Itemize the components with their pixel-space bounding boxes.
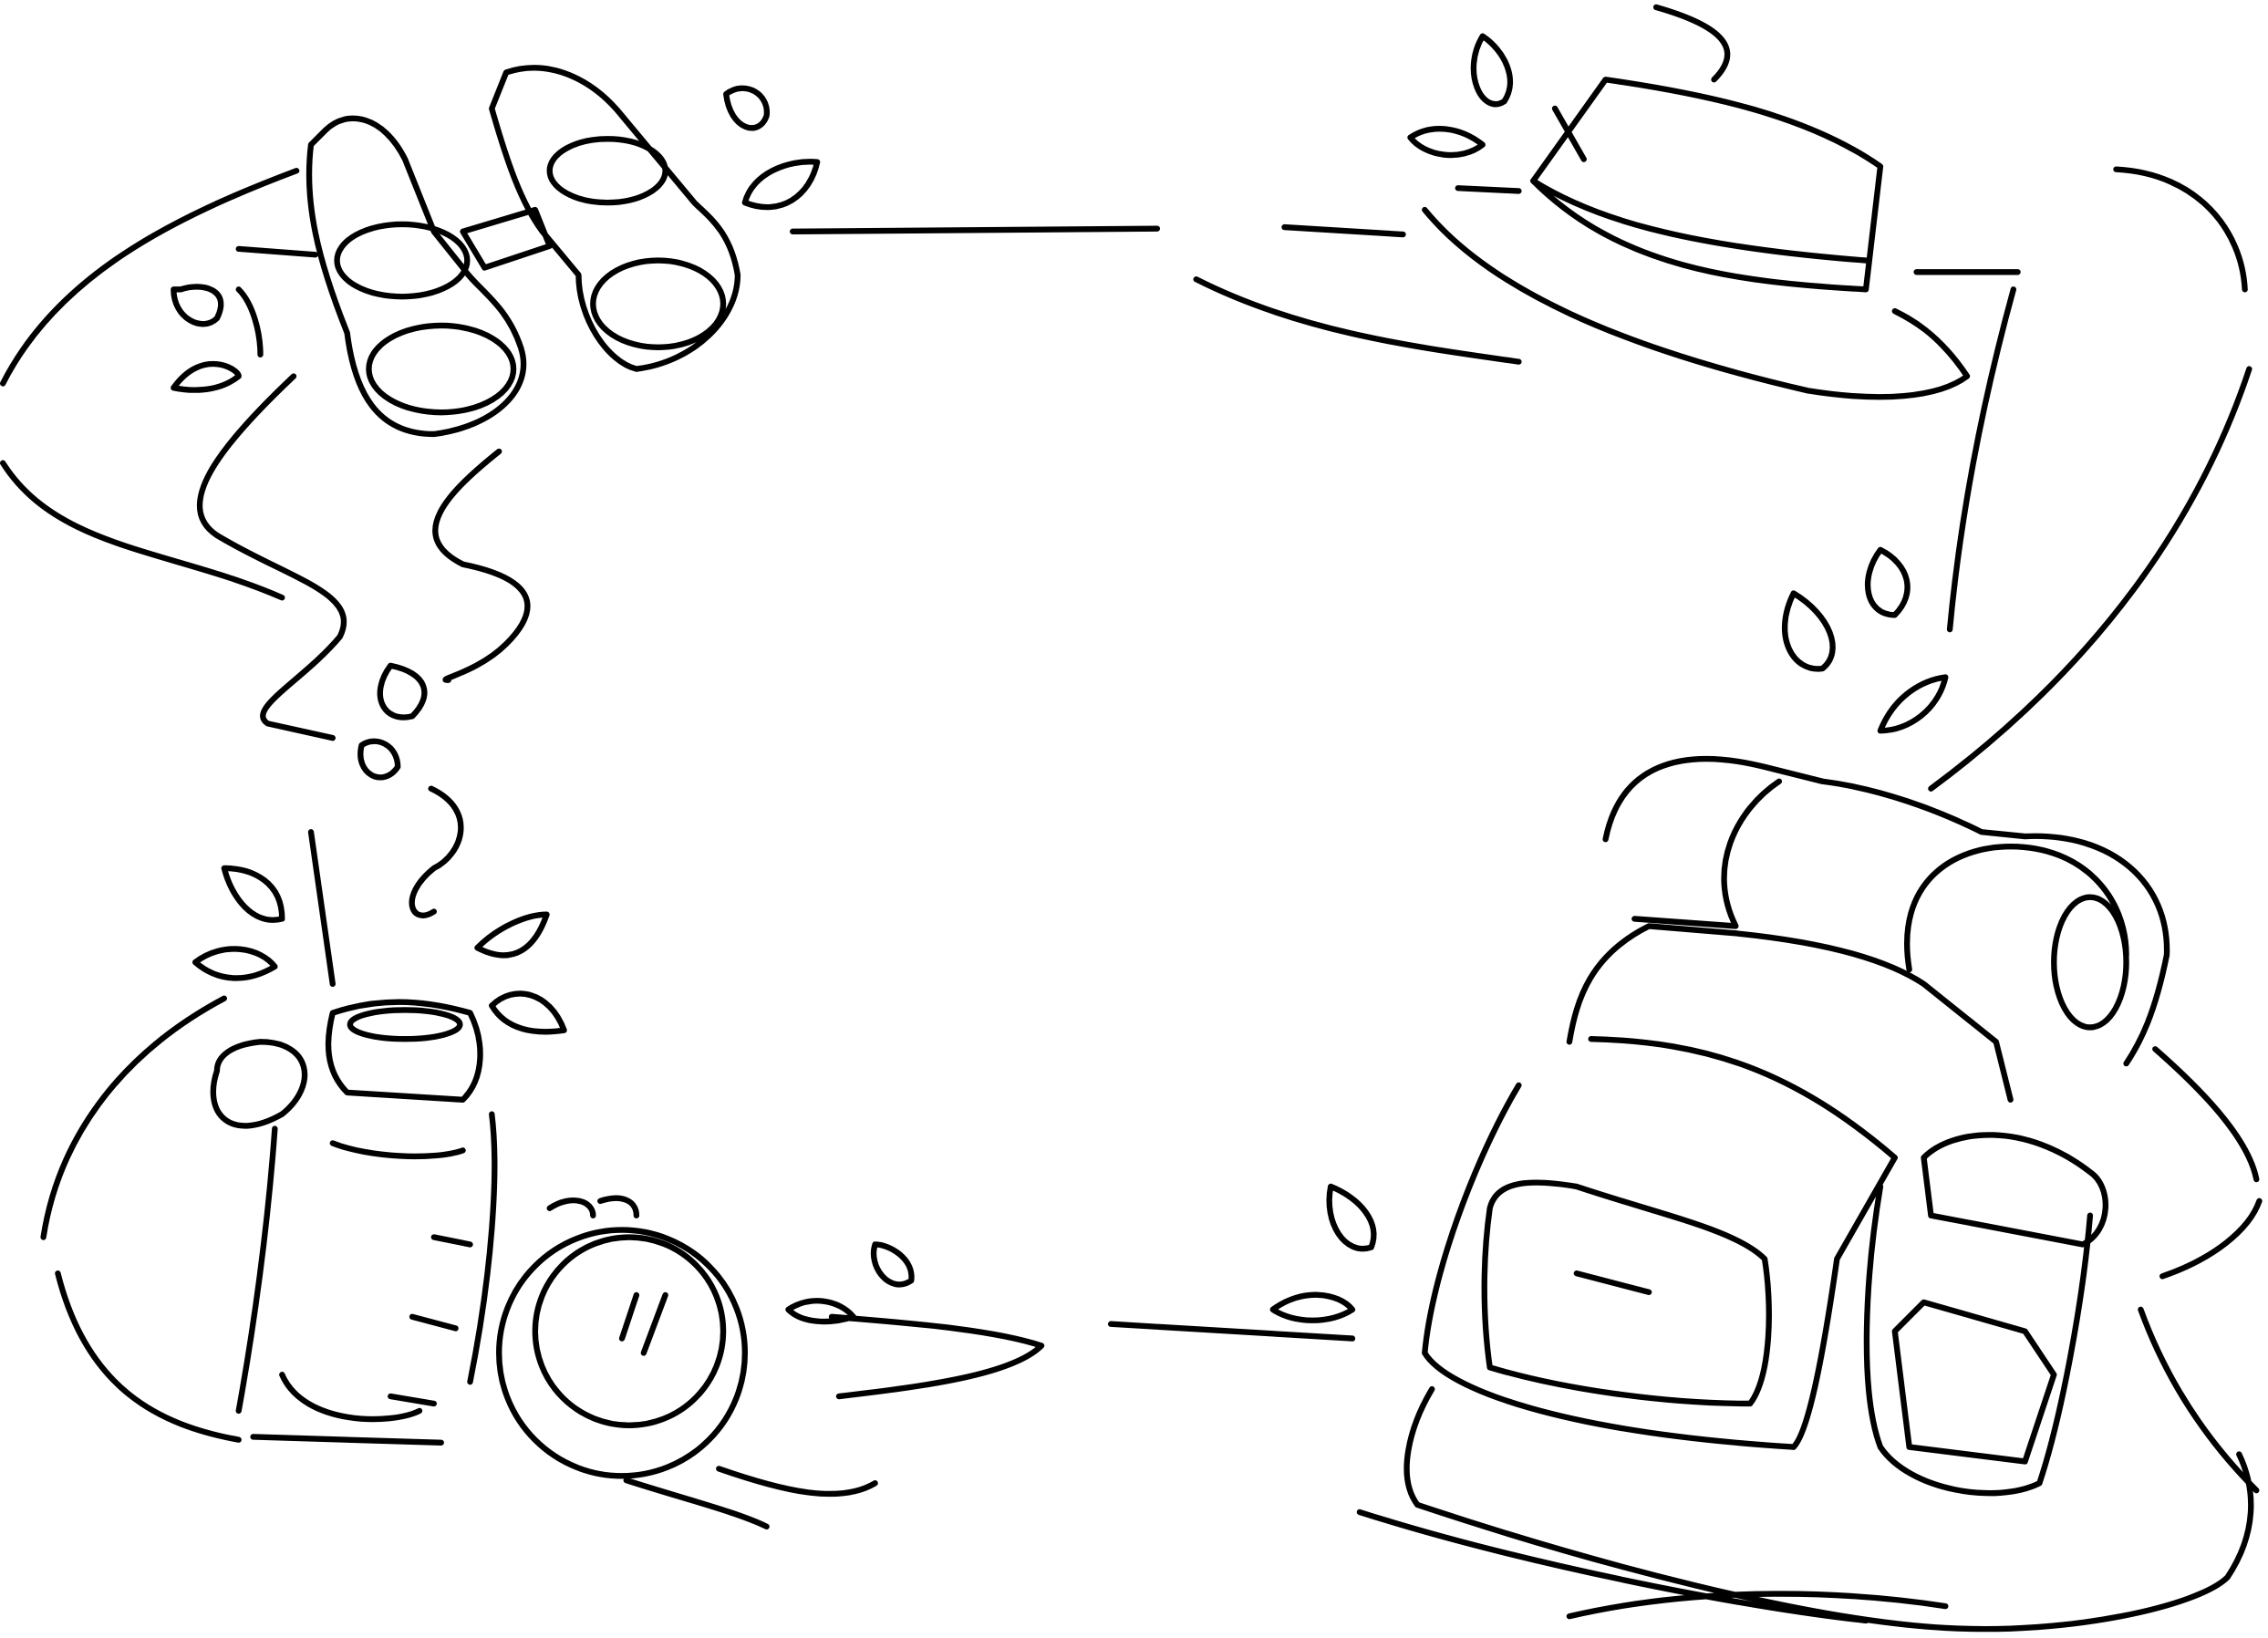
binoculars <box>306 65 741 438</box>
swoosh-lines <box>0 4 2263 1624</box>
thermos <box>210 829 498 1423</box>
clock <box>496 1195 749 1479</box>
ribbon-swirl <box>196 373 531 918</box>
hat <box>1281 77 1971 400</box>
leaves <box>171 33 1949 1325</box>
backpack <box>1403 755 2260 1633</box>
